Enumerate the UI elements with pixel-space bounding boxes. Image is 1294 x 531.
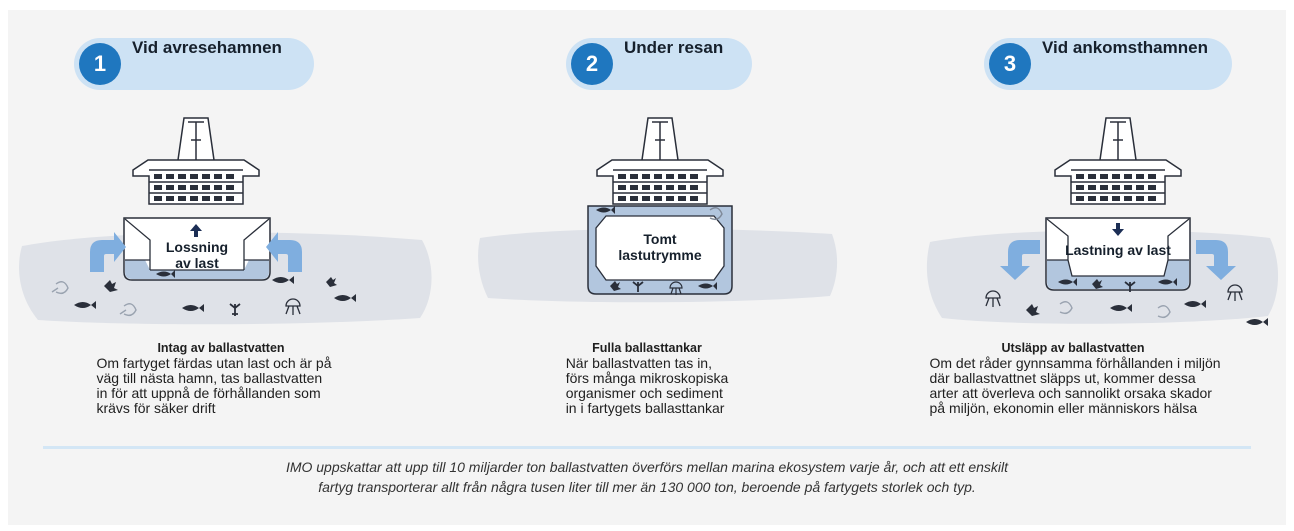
caption-block: Intag av ballastvatten Om fartyget färda… <box>8 340 434 418</box>
caption-line: på miljön, ekonomin eller människors häl… <box>929 400 1198 416</box>
arrow-up-icon <box>190 224 202 237</box>
step-number-badge: 3 <box>989 43 1031 85</box>
ballast-tank-water <box>1047 260 1189 289</box>
plankton-icon <box>610 281 621 291</box>
discharge-arrow-right-icon <box>1196 240 1236 280</box>
caption-line: arter att överleva och sannolikt orsaka … <box>929 385 1212 401</box>
fish-icon <box>74 301 96 309</box>
caption-block: Fulla ballasttankar När ballastvatten ta… <box>434 340 860 418</box>
ballast-tank-outline <box>1046 218 1190 277</box>
ship-illustration: Tomt lastutrymme <box>478 117 838 303</box>
ship-hull <box>1045 217 1191 291</box>
fish-icon <box>596 206 615 214</box>
ship-windows <box>618 174 698 201</box>
marine-organisms-icons <box>51 270 356 317</box>
fish-icon <box>1184 300 1206 308</box>
caption-line: in för att uppnå de förhållanden som <box>96 385 321 401</box>
caption-line: Om fartyget färdas utan last och är på <box>96 355 332 371</box>
shrimp-icon <box>709 207 723 221</box>
step-title: Under resan <box>624 38 724 57</box>
ship-cargo-label-line2: av last <box>175 255 219 271</box>
lobster-icon <box>632 281 644 292</box>
step-number-badge: 2 <box>571 43 613 85</box>
fish-icon <box>1158 278 1177 286</box>
caption-line: Om det råder gynnsamma förhållanden i mi… <box>929 355 1221 371</box>
ship-cargo-label-line1: Lastning av last <box>1065 242 1171 258</box>
lobster-icon <box>1124 281 1136 292</box>
shrimp-icon <box>1157 305 1171 319</box>
ship-superstructure <box>132 117 260 205</box>
caption-body: När ballastvatten tas in,förs många mikr… <box>566 356 729 416</box>
step-header: 2 Under resan <box>566 38 752 90</box>
ship-superstructure <box>1054 117 1182 205</box>
caption-line: väg till nästa hamn, tas ballastvatten <box>96 370 323 386</box>
plankton-icon <box>104 280 118 292</box>
intake-arrow-right-icon <box>266 232 302 272</box>
ship-cargo-label-line1: Lossning <box>166 239 228 255</box>
fish-icon <box>698 282 717 290</box>
infographic-canvas: 1 Vid avresehamnen <box>8 10 1286 525</box>
step-panel-voyage: 2 Under resan Tomt lastu <box>434 10 860 450</box>
ship-superstructure <box>596 117 724 205</box>
caption-line: organismer och sediment <box>565 385 723 401</box>
marine-organisms-icons <box>596 206 723 295</box>
ship-cargo-label-line1: Tomt <box>643 231 677 247</box>
ship-hull <box>123 217 271 281</box>
caption-line: När ballastvatten tas in, <box>565 355 712 371</box>
fish-icon <box>334 294 356 302</box>
jellyfish-icon <box>985 290 1001 307</box>
fish-icon <box>156 270 175 278</box>
caption-line: där ballastvattnet släpps ut, kommer des… <box>929 370 1196 386</box>
intake-arrow-left-icon <box>90 232 126 272</box>
caption-line: in i fartygets ballasttankar <box>565 400 725 416</box>
caption-title: Fulla ballasttankar <box>592 341 702 355</box>
marine-organisms-icons <box>985 278 1268 326</box>
step-panel-arrival: 3 Vid ankomsthamnen <box>860 10 1286 450</box>
arrow-down-icon <box>1112 223 1124 236</box>
ship-illustration: Lastning av last <box>926 117 1279 326</box>
plankton-icon <box>1026 304 1040 316</box>
caption-block: Utsläpp av ballastvatten Om det råder gy… <box>860 340 1286 418</box>
caption-body: Om det råder gynnsamma förhållanden i mi… <box>929 356 1220 416</box>
caption-title: Intag av ballastvatten <box>157 341 285 355</box>
fish-icon <box>272 276 294 284</box>
fish-icon <box>182 304 204 312</box>
caption-title: Utsläpp av ballastvatten <box>1001 341 1145 355</box>
step-header: 1 Vid avresehamnen <box>74 38 314 90</box>
footnote-line: IMO uppskattar att upp till 10 miljarder… <box>285 459 1009 475</box>
jellyfish-icon <box>285 298 301 315</box>
footnote: IMO uppskattar att upp till 10 miljarder… <box>8 457 1286 497</box>
step-number-badge: 1 <box>79 43 121 85</box>
step-header: 3 Vid ankomsthamnen <box>984 38 1232 90</box>
caption-line: förs många mikroskopiska <box>565 370 729 386</box>
section-divider <box>43 446 1251 449</box>
jellyfish-icon <box>1227 284 1243 301</box>
ship-windows <box>154 174 234 201</box>
shrimp-icon <box>51 281 69 295</box>
fish-icon <box>1058 278 1077 286</box>
fish-icon <box>1110 304 1132 312</box>
caption-line: krävs för säker drift <box>96 400 216 416</box>
lobster-icon <box>229 303 241 316</box>
cargo-hold <box>595 215 725 281</box>
ship-cargo-label-line2: lastutrymme <box>618 247 701 263</box>
plankton-icon <box>326 277 337 287</box>
shrimp-icon <box>119 303 137 317</box>
plankton-icon <box>1092 279 1103 289</box>
shrimp-icon <box>1059 301 1073 315</box>
ballast-tank-outline <box>124 218 270 271</box>
fish-icon <box>1246 318 1268 326</box>
ship-windows <box>1076 174 1156 201</box>
ship-illustration: Lossning av last <box>19 117 432 325</box>
step-title: Vid avresehamnen <box>132 38 282 57</box>
step-panel-departure: 1 Vid avresehamnen <box>8 10 434 450</box>
step-title: Vid ankomsthamnen <box>1042 38 1208 57</box>
discharge-arrow-left-icon <box>1000 240 1040 280</box>
footnote-line: fartyg transporterar allt från några tus… <box>318 479 976 495</box>
jellyfish-icon <box>669 281 683 295</box>
